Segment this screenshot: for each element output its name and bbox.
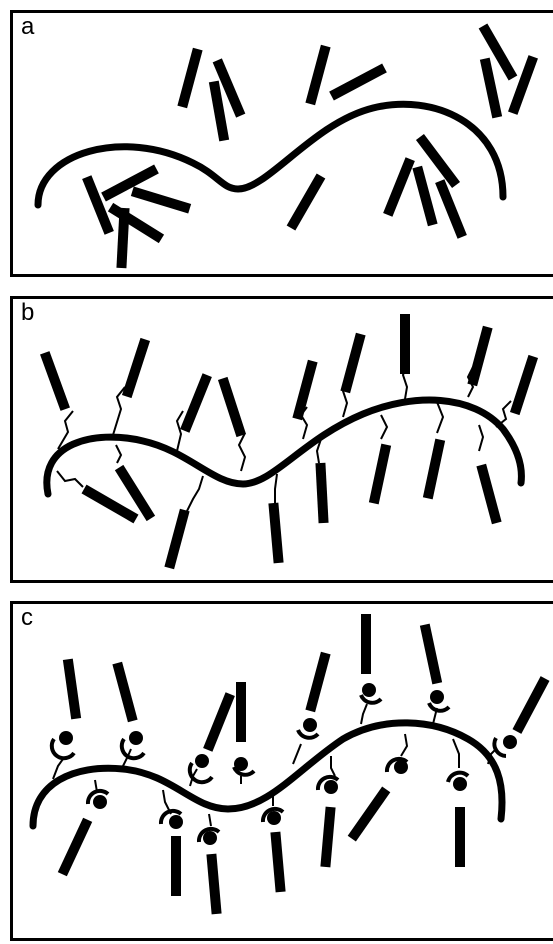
rod xyxy=(510,355,538,415)
rod xyxy=(287,174,326,231)
tether xyxy=(275,474,277,503)
ball xyxy=(93,795,107,809)
rod xyxy=(203,692,235,751)
rod xyxy=(455,807,465,867)
rod xyxy=(305,45,330,106)
rod xyxy=(369,444,391,505)
panel-a-diagram xyxy=(13,13,553,280)
rod xyxy=(480,58,502,119)
rod xyxy=(435,179,467,238)
rod xyxy=(171,836,181,896)
rod xyxy=(329,64,387,101)
tether xyxy=(57,471,83,487)
rod xyxy=(340,333,365,394)
tether xyxy=(361,704,367,724)
rod xyxy=(122,338,150,398)
tether xyxy=(116,445,121,463)
tether xyxy=(331,756,335,776)
tether xyxy=(209,814,211,826)
rod xyxy=(420,624,442,685)
rod xyxy=(236,682,246,742)
rod xyxy=(270,832,285,893)
ball xyxy=(362,683,376,697)
rod xyxy=(320,807,335,868)
rod xyxy=(206,854,221,915)
rod xyxy=(513,676,550,734)
tether xyxy=(177,411,183,451)
rod xyxy=(315,463,328,523)
ball xyxy=(503,735,517,749)
rod xyxy=(63,659,81,720)
rod xyxy=(131,186,191,213)
tether xyxy=(453,739,459,768)
panel-a: a xyxy=(10,10,553,277)
ball-tipped-rods xyxy=(58,614,550,914)
rod xyxy=(305,652,330,713)
rod xyxy=(383,157,415,216)
rod xyxy=(268,503,283,564)
ball xyxy=(303,718,317,732)
rod xyxy=(348,787,391,842)
tether xyxy=(239,433,245,471)
panel-b-diagram xyxy=(13,299,553,586)
rod xyxy=(412,166,437,227)
ball xyxy=(234,757,248,771)
ball xyxy=(324,780,338,794)
rod xyxy=(400,314,410,374)
rod xyxy=(423,439,445,500)
rod xyxy=(164,509,189,570)
rod xyxy=(180,373,212,432)
panel-c: c xyxy=(10,601,553,941)
hook xyxy=(429,703,449,711)
panel-c-diagram xyxy=(13,604,553,944)
rod xyxy=(108,203,164,243)
ball xyxy=(267,811,281,825)
tether xyxy=(381,415,387,439)
tether xyxy=(401,734,407,756)
ball xyxy=(195,754,209,768)
tether xyxy=(479,425,483,451)
rod xyxy=(40,351,70,411)
rod xyxy=(112,662,137,723)
rod xyxy=(218,377,246,437)
rod xyxy=(508,55,538,115)
ball xyxy=(169,815,183,829)
rod xyxy=(82,175,114,234)
tethered-rods xyxy=(40,314,538,569)
ball xyxy=(394,760,408,774)
ball xyxy=(203,831,217,845)
rod xyxy=(467,326,492,387)
rod xyxy=(361,614,371,674)
panel-b: b xyxy=(10,296,553,583)
ball xyxy=(59,731,73,745)
tether xyxy=(293,744,301,764)
ball xyxy=(129,731,143,745)
rod xyxy=(177,48,202,109)
ball xyxy=(453,777,467,791)
tether xyxy=(187,476,203,511)
rod xyxy=(58,818,92,877)
tether xyxy=(437,402,443,433)
rod xyxy=(476,464,501,525)
ball xyxy=(430,690,444,704)
